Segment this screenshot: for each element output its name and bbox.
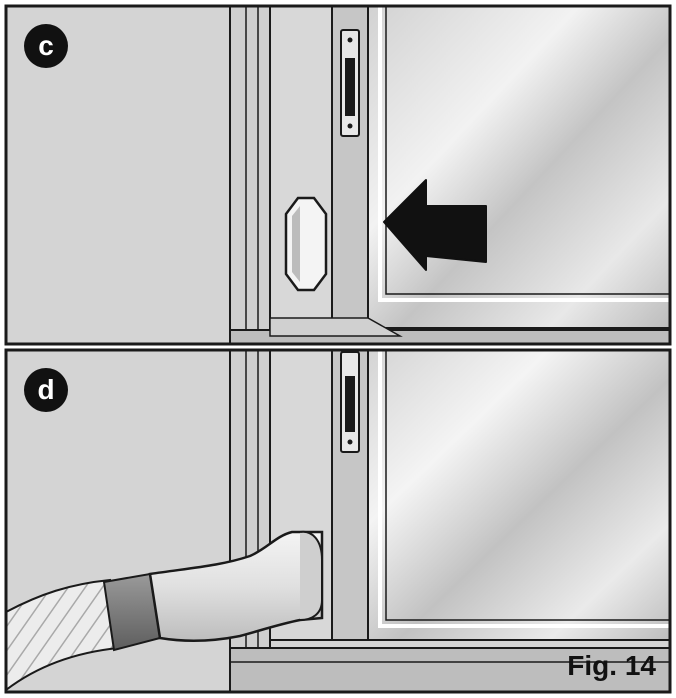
panel-c: [6, 6, 670, 344]
exhaust-hose-icon: [6, 530, 324, 692]
panel-d: [6, 350, 670, 692]
svg-text:d: d: [37, 374, 54, 405]
hose-nozzle: [148, 530, 324, 643]
frame-jamb-c: [229, 6, 271, 344]
panel-border-d: [4, 348, 672, 694]
window-glass-d: [367, 350, 670, 641]
slide-left-arrow-icon: [383, 179, 487, 271]
figure-caption: Fig. 14: [567, 650, 656, 681]
panel-label-c: c: [24, 24, 68, 68]
window-sill-d: [229, 647, 670, 692]
panel-border-c: [4, 4, 672, 346]
svg-text:c: c: [38, 30, 54, 61]
window-glass-c: [367, 6, 670, 329]
panel-label-d: d: [24, 368, 68, 412]
